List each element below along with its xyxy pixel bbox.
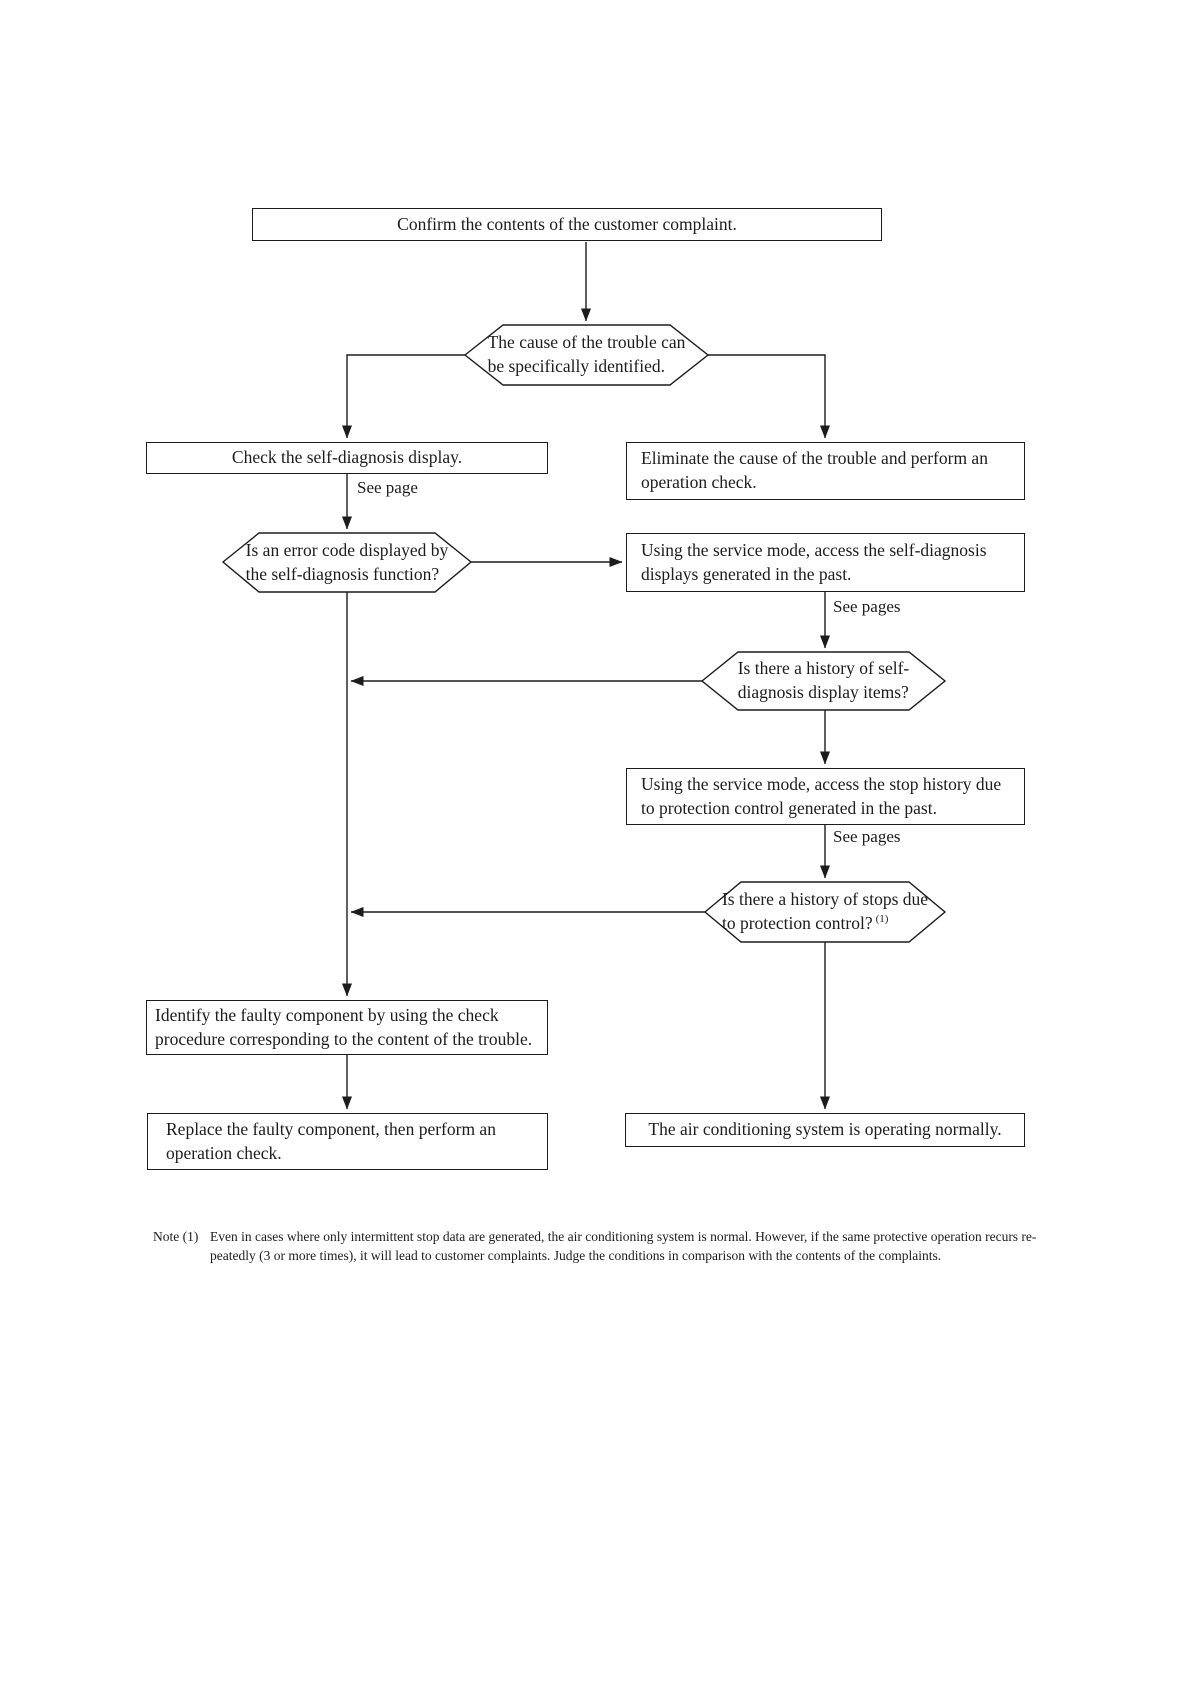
edge-label-see-pages-2: See pages [833,827,901,846]
decision-historystops-shape [703,881,947,943]
process-access-self-diagnosis-line2: displays generated in the past. [641,563,852,584]
process-identify-faulty-component: Identify the faulty component by using t… [146,1000,548,1055]
process-confirm-complaint: Confirm the contents of the customer com… [252,208,882,241]
process-access-stop-history-line2: to protection control generated in the p… [641,797,937,818]
process-access-self-diagnosis-line1: Using the service mode, access the self-… [641,539,987,560]
process-eliminate-cause-line2: operation check. [641,472,757,492]
decision-errorcode-shape [221,532,473,593]
edge-label-see-page: See page [357,478,418,497]
connector-cause-to-check [342,354,465,439]
process-access-stop-history: Using the service mode, access the stop … [626,768,1025,825]
footnote-line1: Even in cases where only intermittent st… [210,1229,1037,1244]
footnote-body: Even in cases where only intermittent st… [210,1227,1036,1265]
process-replace-faulty-line1: Replace the faulty component, then perfo… [166,1118,496,1139]
process-check-self-diagnosis-text: Check the self-diagnosis display. [231,447,463,468]
footnote-line2: peatedly (3 or more times), it will lead… [210,1248,942,1263]
process-identify-faulty-line2: procedure corresponding to the content o… [155,1028,533,1049]
process-identify-faulty-line1: Identify the faulty component by using t… [155,1004,499,1025]
footnote-label: Note (1) [153,1229,199,1244]
process-replace-faulty-component: Replace the faulty component, then perfo… [147,1113,548,1170]
process-operating-normally: The air conditioning system is operating… [625,1113,1025,1147]
process-access-self-diagnosis: Using the service mode, access the self-… [626,533,1025,592]
process-replace-faulty-line2: operation check. [166,1142,282,1163]
process-access-stop-history-line1: Using the service mode, access the stop … [641,773,1002,794]
process-eliminate-cause-line1: Eliminate the cause of the trouble and p… [641,448,988,469]
process-confirm-complaint-text: Confirm the contents of the customer com… [397,213,737,234]
process-check-self-diagnosis: Check the self-diagnosis display. [146,442,548,474]
decision-cause-shape [463,324,710,386]
process-eliminate-cause: Eliminate the cause of the trouble and p… [626,442,1025,500]
process-operating-normally-text: The air conditioning system is operating… [648,1119,1002,1140]
edge-label-see-pages-1: See pages [833,597,901,616]
decision-historyself-shape [700,651,947,711]
connector-cause-to-eliminate [708,354,830,439]
